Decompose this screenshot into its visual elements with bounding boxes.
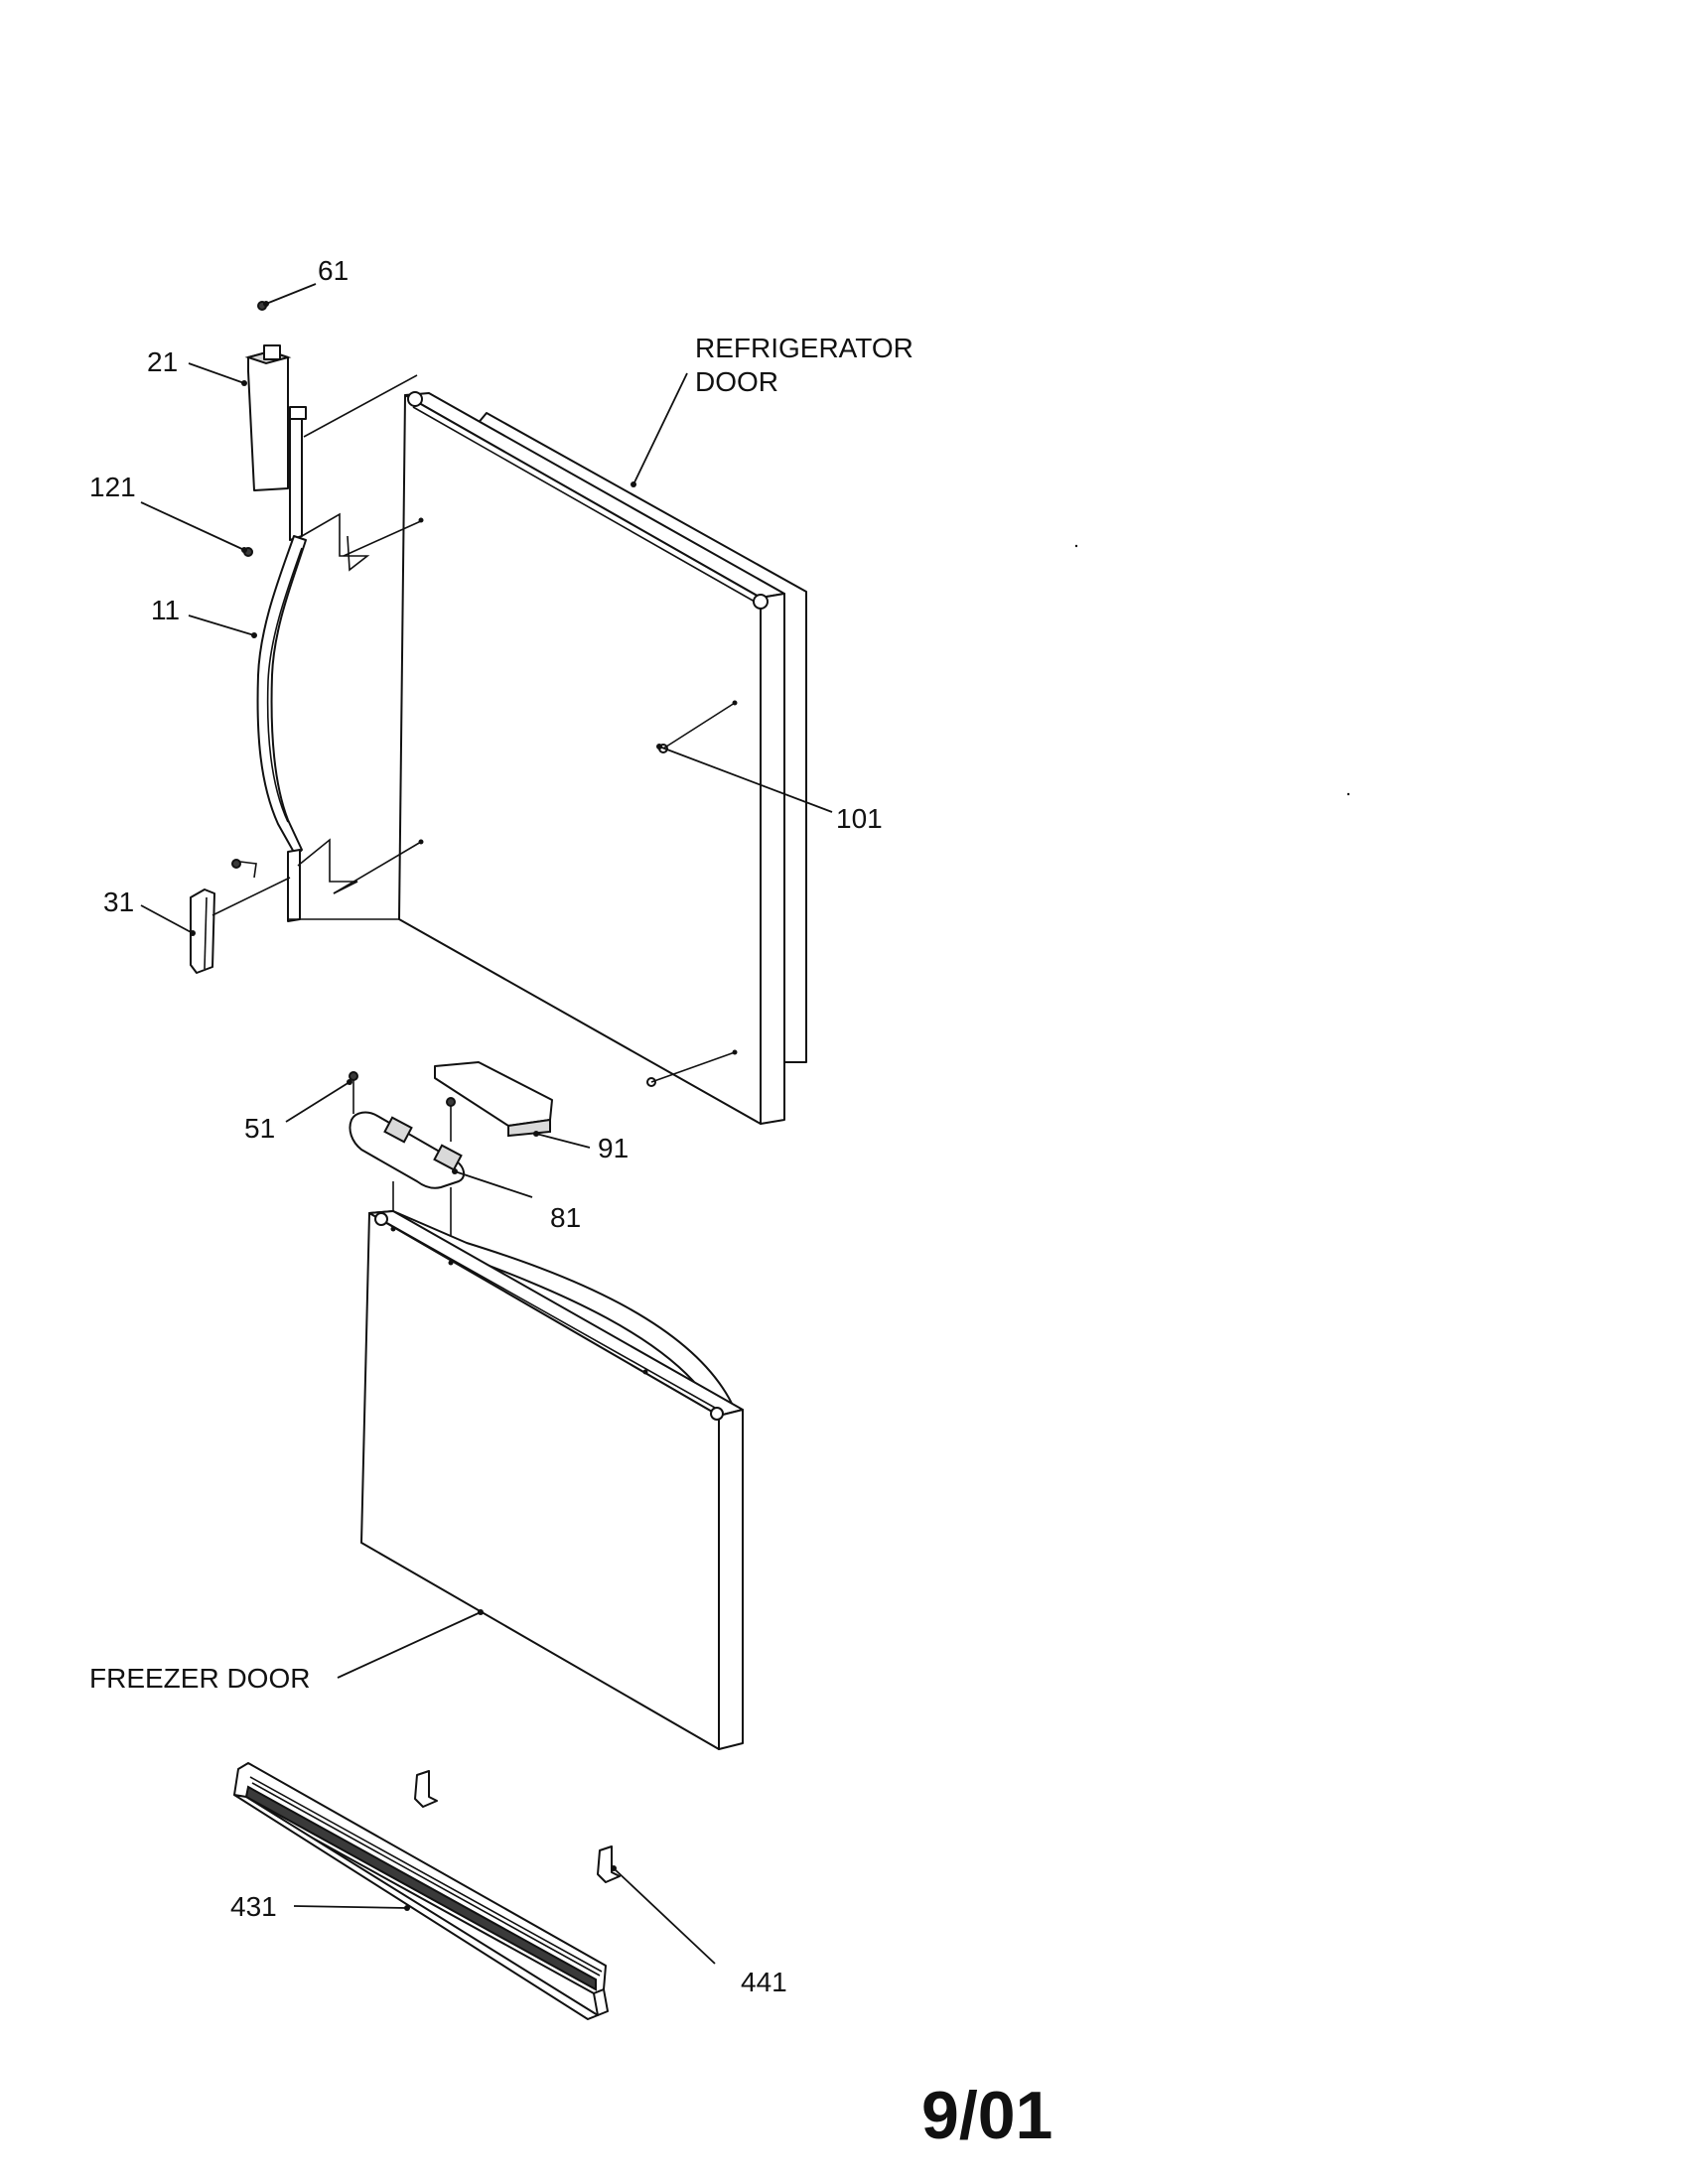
grille-clips-441 <box>414 1770 621 1883</box>
label-91: 91 <box>598 1133 629 1163</box>
label-61: 61 <box>318 255 349 286</box>
freezer-handle-81 <box>349 1111 465 1189</box>
label-441: 441 <box>741 1967 787 1997</box>
shim-plate-91 <box>434 1061 553 1127</box>
part-labels: 61 21 121 11 31 101 51 91 81 REFRIGERATO… <box>89 255 913 1997</box>
label-freezer-door: FREEZER DOOR <box>89 1663 310 1694</box>
label-refrigerator-door-line2: DOOR <box>695 366 778 397</box>
handle-assembly <box>190 301 424 974</box>
label-31: 31 <box>103 887 134 917</box>
label-21: 21 <box>147 346 178 377</box>
label-81: 81 <box>550 1202 581 1233</box>
date-code: 9/01 <box>921 2078 1052 2153</box>
label-51: 51 <box>244 1113 275 1144</box>
label-121: 121 <box>89 472 136 502</box>
freezer-door <box>360 1210 744 1750</box>
label-101: 101 <box>836 803 883 834</box>
label-11: 11 <box>151 595 180 625</box>
handle-top-cap <box>247 350 289 491</box>
refrigerator-door <box>398 391 807 1125</box>
leader-lines <box>140 283 833 1965</box>
label-refrigerator-door-line1: REFRIGERATOR <box>695 333 913 363</box>
base-grille-431 <box>233 1762 609 2020</box>
screw-51 <box>349 1071 358 1081</box>
label-431: 431 <box>230 1891 277 1922</box>
freezer-handle-assembly <box>349 1061 553 1261</box>
handle-bottom-cap <box>190 888 215 974</box>
